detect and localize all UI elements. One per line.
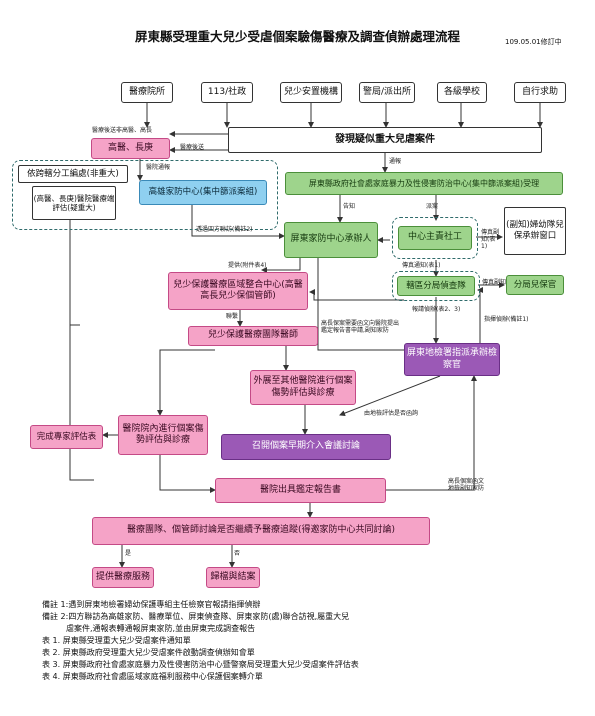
triage-group [12, 160, 278, 230]
prosecutor-box: 屏東地檢署指派承辦檢察官 [404, 343, 500, 376]
label-notify-non-high: 醫療後送非高醫、高長 [92, 127, 153, 134]
label-high-long-case: 高長個案函文地檢副知家防 [448, 478, 485, 493]
source-113-social: 113/社政 [201, 82, 253, 103]
version-note: 109.05.01修訂中 [505, 38, 562, 46]
medical-team-box: 兒少保護醫療團隊醫師 [188, 326, 318, 346]
discover-case-box: 發現疑似重大兒虐案件 [228, 127, 542, 153]
triage-title-box: 依跨轄分工編處(非重大) [18, 165, 128, 183]
source-hospital: 醫療院所 [121, 82, 173, 103]
early-meeting-box: 召開個案早期介入會議討論 [221, 434, 391, 460]
high-risk-hospitals: 高醫、長庚 [91, 138, 170, 159]
label-cooperate: 聯繫 [226, 313, 239, 320]
note-line: 表 4. 屏東縣政府社會處區域家庭福利服務中心保護個案轉介單 [42, 672, 263, 681]
label-direct-investigate: 指揮偵辦(備註1) [484, 316, 529, 323]
label-fax-notify2: 傳真通知(表1) [402, 262, 441, 269]
police-unit-box: 轄區分局偵查隊 [397, 276, 475, 296]
source-self-help: 自行求助 [514, 82, 566, 103]
triage-sub-box: (高醫、長庚)醫院醫療端評估(疑重大) [32, 186, 116, 220]
label-no: 否 [234, 550, 241, 557]
note-line: 備註 2:四方聯訪為高雄家防、醫療單位、屏東偵查隊、屏東家防(處)聯合訪視,屬重… [42, 612, 350, 621]
report-box: 醫院出具鑑定報告書 [215, 478, 386, 503]
police-group [392, 271, 480, 301]
in-hospital-box: 醫院院內進行個案傷勢評估與診療 [118, 415, 208, 455]
label-dispatch: 派案 [426, 203, 439, 210]
main-social-worker-box: 中心主責社工 [398, 226, 472, 250]
note-line: 虐案件,通報表轉通報屏東家防,並由屏東完成調查報告 [42, 624, 256, 633]
label-eval-request: 由地檢評估是否函詢 [364, 410, 419, 417]
source-police: 警局/派出所 [359, 82, 415, 103]
source-child-institution: 兒少安置機構 [280, 82, 342, 103]
label-medical-notice: 醫院通報 [146, 164, 171, 171]
source-schools: 各級學校 [437, 82, 487, 103]
expert-form-box: 完成專家評估表 [30, 425, 103, 449]
pingtung-center-box: 屏東家防中心承辦人 [284, 222, 378, 258]
label-fax-notify: 傳真副知(表1) [481, 229, 500, 251]
label-inform: 告知 [343, 203, 356, 210]
label-report-investigate: 報請偵辦(表2、3) [412, 306, 461, 313]
followup-box: 醫療團隊、個管師討論是否繼續予醫療追蹤(得邀家防中心共同討論) [92, 517, 430, 545]
label-report: 通報 [389, 158, 402, 165]
note-line: 表 1. 屏東縣受理重大兒少受虐案件通知單 [42, 636, 191, 645]
external-hospital-box: 外展至其他醫院進行個案傷勢評估與診療 [250, 370, 356, 405]
close-case-box: 歸檔與結案 [206, 567, 260, 588]
integration-center-box: 兒少保護醫療區域整合中心(高醫高長兒少保個管師) [168, 272, 308, 310]
juvenile-officer-box: 分局兒保官 [506, 275, 564, 295]
provide-care-box: 提供醫療服務 [92, 567, 154, 588]
label-via-center: 透過四方聯訪(備註2) [196, 226, 253, 233]
note-line: 表 2. 屏東縣政府受理重大兒少受虐案件啟動調查偵辦知會單 [42, 648, 255, 657]
label-provide-form4: 提供(附件表4) [228, 262, 267, 269]
label-fax-notify3: 傳真副知 [482, 279, 507, 286]
page-title: 屏東縣受理重大兒少受虐個案驗傷醫療及調查偵辦處理流程 [134, 29, 460, 44]
pingtung-intake-box: 屏東縣政府社會處家庭暴力及性侵害防治中心(集中篩派案組)受理 [285, 172, 563, 195]
note-line: 表 3. 屏東縣政府社會處家庭暴力及性侵害防治中心暨警察局受理重大兒少受虐案件評… [42, 660, 359, 669]
footnotes: 備註 1:遇到屏東地檢署婦幼保護專組主任檢察官報請指揮偵辦 備註 2:四方聯訪為… [42, 599, 359, 683]
kaohsiung-center-box: 高雄家防中心(集中篩派案組) [139, 180, 267, 205]
label-yes: 是 [125, 550, 132, 557]
label-high-risk-need: 高長保案需要函文向醫院提出鑑定報告書申請,副知家防 [321, 320, 400, 335]
social-worker-group [392, 217, 478, 259]
note-line: 備註 1:遇到屏東地檢署婦幼保護專組主任檢察官報請指揮偵辦 [42, 600, 261, 609]
label-notify-high: 醫療後送 [180, 144, 205, 151]
deputy-contact-box: (副知)婦幼隊兒保承辦窗口 [504, 207, 566, 255]
